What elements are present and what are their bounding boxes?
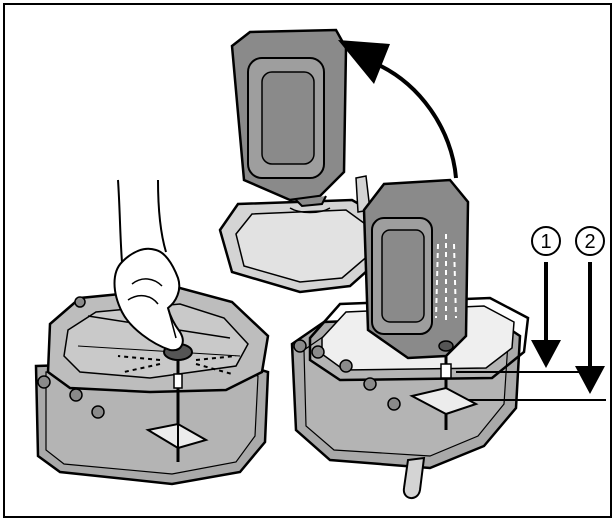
down-arrow-icon [575, 262, 605, 394]
callout-1: 1 [456, 226, 582, 373]
down-arrow-icon [531, 262, 561, 368]
hand-icon [113, 179, 184, 352]
callout-2: 2 [468, 226, 606, 401]
rotate-arrow-icon [338, 40, 458, 179]
callout-1-label: 1 [540, 231, 551, 253]
callout-1-circle [531, 226, 561, 256]
lifted-water-tank [230, 28, 348, 214]
callout-2-circle [575, 226, 605, 256]
inserted-water-tank [362, 178, 470, 360]
callout-2-label: 2 [584, 231, 595, 253]
